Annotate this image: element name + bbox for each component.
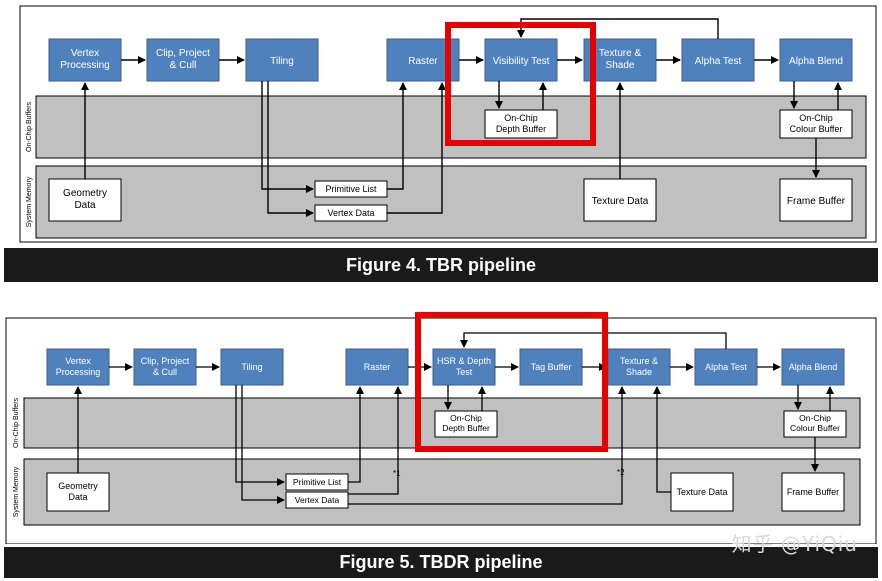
vertex-processing-stage xyxy=(46,348,110,386)
frame-buffer-label: Frame Buffer xyxy=(787,487,839,497)
primitive-list-label: Primitive List xyxy=(325,184,377,194)
sysmem-band xyxy=(35,165,867,239)
note-1: *1 xyxy=(393,469,401,478)
geometry-data xyxy=(48,178,122,222)
clip-project-cull-stage xyxy=(146,38,220,82)
hsr-depth-test-stage xyxy=(432,348,496,386)
texture-data-label: Texture Data xyxy=(676,487,727,497)
frame-buffer xyxy=(779,178,853,222)
visibility-highlight-box xyxy=(445,22,596,146)
alpha-blend-label: Alpha Blend xyxy=(789,56,843,67)
sysmem-row-label: System Memory xyxy=(13,466,20,517)
vertex-processing-stage xyxy=(48,38,122,82)
frame-buffer xyxy=(781,472,845,512)
alpha-test-label: Alpha Test xyxy=(705,362,747,372)
raster-stage xyxy=(345,348,409,386)
alpha-blend-label: Alpha Blend xyxy=(789,362,838,372)
figure-4-caption: Figure 4. TBR pipeline xyxy=(4,248,878,282)
frame-buffer-label: Frame Buffer xyxy=(787,196,846,207)
alpha-blend-stage xyxy=(779,38,853,82)
onchip-depth-buffer xyxy=(434,410,498,438)
clip-project-cull-label: Clip, Project& Cull xyxy=(156,48,210,71)
texture-data xyxy=(670,472,734,512)
tiling-stage xyxy=(245,38,319,82)
alpha-test-stage xyxy=(681,38,755,82)
tag-buffer-label: Tag Buffer xyxy=(531,362,572,372)
vertex-data xyxy=(285,491,349,509)
onchip-row-label: On-Chip Buffers xyxy=(13,397,20,448)
raster-label: Raster xyxy=(408,56,438,67)
visibility-test-stage xyxy=(484,38,558,82)
sysmem-band xyxy=(23,458,861,526)
visibility-test-label: Visibility Test xyxy=(493,56,550,67)
hsr-highlight-box xyxy=(415,312,608,452)
raster-label: Raster xyxy=(364,362,391,372)
geometry-data xyxy=(46,472,110,512)
vertex-data-label: Vertex Data xyxy=(327,208,374,218)
onchip-colour-buffer xyxy=(779,109,853,139)
primitive-list-label: Primitive List xyxy=(293,477,342,487)
tiling-label: Tiling xyxy=(241,362,262,372)
texture-shade-label: Texture &Shade xyxy=(599,48,642,71)
note-2: *2 xyxy=(617,468,625,477)
alpha-test-label: Alpha Test xyxy=(695,56,742,67)
alpha-blend-stage xyxy=(781,348,845,386)
onchip-depth-buffer xyxy=(484,109,558,139)
tiling-stage xyxy=(220,348,284,386)
onchip-row-label: On-Chip Buffers xyxy=(26,101,33,152)
clip-project-cull-label: Clip, Project& Cull xyxy=(141,356,190,377)
vertex-data-label: Vertex Data xyxy=(295,495,340,505)
figure-5-caption: Figure 5. TBDR pipeline xyxy=(4,547,878,578)
watermark: 知乎 @YiQiu xyxy=(731,532,858,556)
texture-shade-label: Texture &Shade xyxy=(620,356,658,377)
texture-data-label: Texture Data xyxy=(592,196,649,207)
sysmem-row-label: System Memory xyxy=(26,176,33,227)
tiling-label: Tiling xyxy=(270,56,294,67)
texture-shade-stage xyxy=(607,348,671,386)
